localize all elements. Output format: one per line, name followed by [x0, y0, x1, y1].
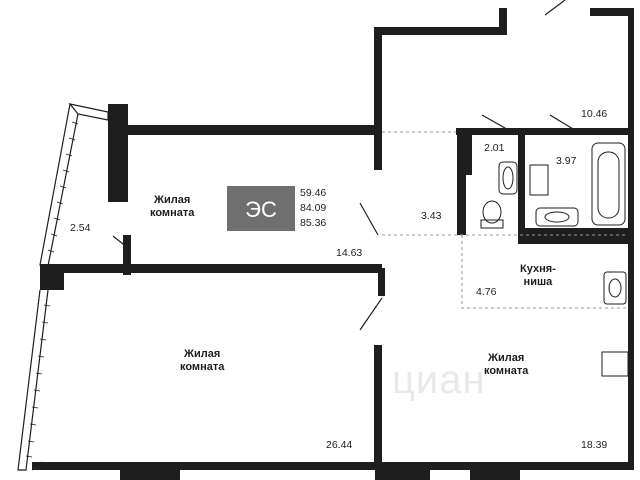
- summary-value-1: 59.46: [300, 187, 327, 199]
- room-name-kitchen: Кухня-ниша: [520, 263, 556, 288]
- summary-value-3: 85.36: [300, 217, 327, 229]
- balcony-frame: [17, 103, 109, 471]
- summary-value-2: 84.09: [300, 202, 327, 214]
- room-area-corridor: 10.46: [581, 108, 608, 120]
- dashed-boundaries: [382, 131, 628, 309]
- room-area-kitchen: 4.76: [476, 286, 497, 298]
- wall-living-left: [123, 235, 131, 275]
- doors: [112, 0, 579, 331]
- watermark: циан: [392, 358, 486, 402]
- wall-bottom-4: [520, 462, 634, 470]
- window-block-1: [120, 462, 180, 480]
- balcony-hatching: [25, 121, 79, 458]
- washbasin-bath: [535, 207, 579, 227]
- wall-bottom-3: [430, 462, 470, 470]
- walls: [32, 8, 634, 480]
- washing-machine: [529, 164, 549, 196]
- room-area-balcony: 2.54: [70, 222, 91, 234]
- wall-partition-mid: [378, 268, 385, 296]
- room-area-living-bottom-left: 26.44: [326, 439, 353, 451]
- window-block-2: [375, 462, 430, 480]
- window-block-3: [470, 462, 520, 480]
- wall-toilet-left-cap: [462, 135, 472, 175]
- wall-toilet-left: [457, 132, 466, 235]
- toilet-bowl: [482, 200, 502, 224]
- washbasin-toilet: [498, 161, 518, 195]
- wall-partition-lower: [374, 345, 382, 465]
- bathtub: [591, 142, 626, 226]
- wall-middle-left-block: [40, 264, 64, 290]
- corridor-cabinet: [601, 351, 629, 377]
- fixtures: [480, 142, 629, 377]
- wall-right-wing-top: [374, 27, 499, 35]
- wall-middle: [42, 264, 382, 273]
- toilet-tank: [480, 219, 504, 229]
- room-area-hall: 3.43: [421, 210, 442, 222]
- wall-toilet-right: [518, 135, 525, 235]
- area-summary: 59.46 84.09 85.36: [300, 186, 326, 231]
- wall-bath-top: [456, 128, 634, 135]
- wall-right-wing-left: [374, 27, 382, 160]
- kitchen-sink: [603, 271, 627, 305]
- room-area-living-bottom-right: 18.39: [581, 439, 608, 451]
- wall-living-top: [125, 125, 382, 135]
- wall-bottom-1: [32, 462, 120, 470]
- room-area-bathroom: 3.97: [556, 155, 577, 167]
- wall-bath-bottom: [518, 228, 634, 244]
- wall-partition-upper: [374, 150, 382, 170]
- wall-right-wing-top-step: [499, 8, 507, 35]
- wall-bottom-2: [180, 462, 375, 470]
- room-area-toilet: 2.01: [484, 142, 505, 154]
- logo-text: ЭС: [245, 197, 277, 222]
- wall-living-left-pillar: [108, 104, 128, 202]
- developer-logo: ЭС: [227, 186, 295, 231]
- wall-right-wing-top-right: [590, 8, 630, 16]
- room-area-living-top: 14.63: [336, 247, 363, 259]
